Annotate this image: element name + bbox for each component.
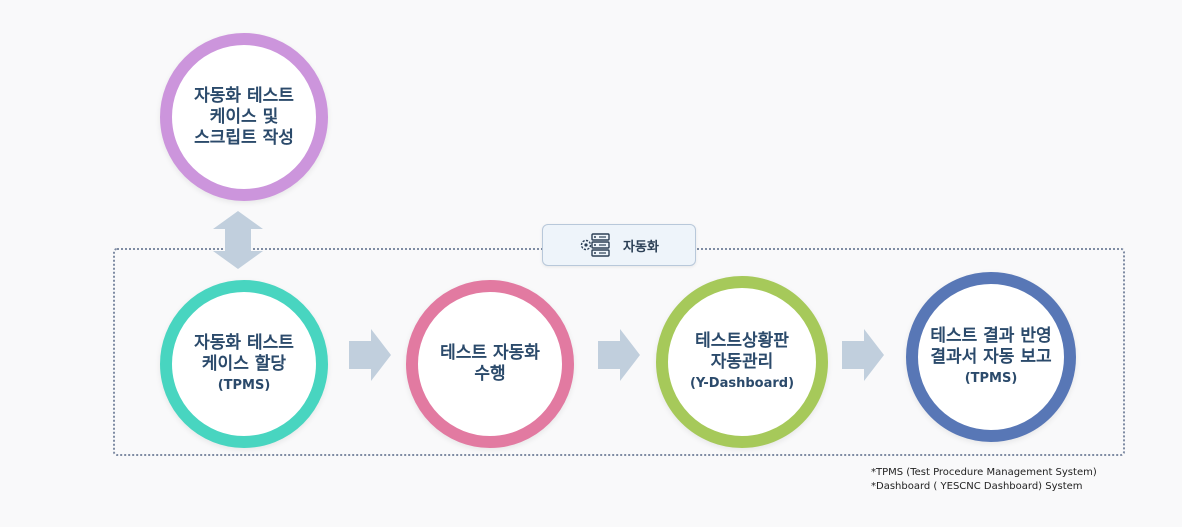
- automation-label: 자동화: [542, 224, 696, 266]
- step-report-results-title: 테스트 결과 반영 결과서 자동 보고: [930, 326, 1052, 367]
- step-create-test-cases: 자동화 테스트 케이스 및 스크립트 작성: [160, 33, 328, 201]
- step-assign-test-cases-title: 자동화 테스트 케이스 할당: [194, 333, 294, 374]
- footnote-tpms: *TPMS (Test Procedure Management System): [871, 467, 1097, 478]
- flow-arrow: [842, 329, 884, 381]
- footnotes: *TPMS (Test Procedure Management System)…: [871, 466, 1097, 494]
- step-dashboard-management: 테스트상황판 자동관리 (Y-Dashboard): [656, 276, 828, 448]
- vertical-double-arrow: [213, 211, 263, 269]
- step-assign-test-cases-subtitle: (TPMS): [217, 378, 271, 393]
- step-dashboard-management-subtitle: (Y-Dashboard): [689, 376, 795, 391]
- flow-arrow: [598, 329, 640, 381]
- footnote-dashboard: *Dashboard ( YESCNC Dashboard) System: [871, 481, 1083, 492]
- step-report-results-subtitle: (TPMS): [964, 371, 1018, 386]
- step-dashboard-management-title: 테스트상황판 자동관리: [695, 331, 789, 372]
- automation-label-text: 자동화: [623, 239, 659, 255]
- step-create-test-cases-title: 자동화 테스트 케이스 및 스크립트 작성: [194, 85, 294, 148]
- step-report-results: 테스트 결과 반영 결과서 자동 보고 (TPMS): [906, 272, 1076, 442]
- step-assign-test-cases: 자동화 테스트 케이스 할당 (TPMS): [160, 280, 328, 448]
- step-run-automation-title: 테스트 자동화 수행: [440, 343, 540, 384]
- flow-arrow: [349, 329, 391, 381]
- step-run-automation: 테스트 자동화 수행: [406, 280, 574, 448]
- server-gear-icon: [580, 233, 610, 257]
